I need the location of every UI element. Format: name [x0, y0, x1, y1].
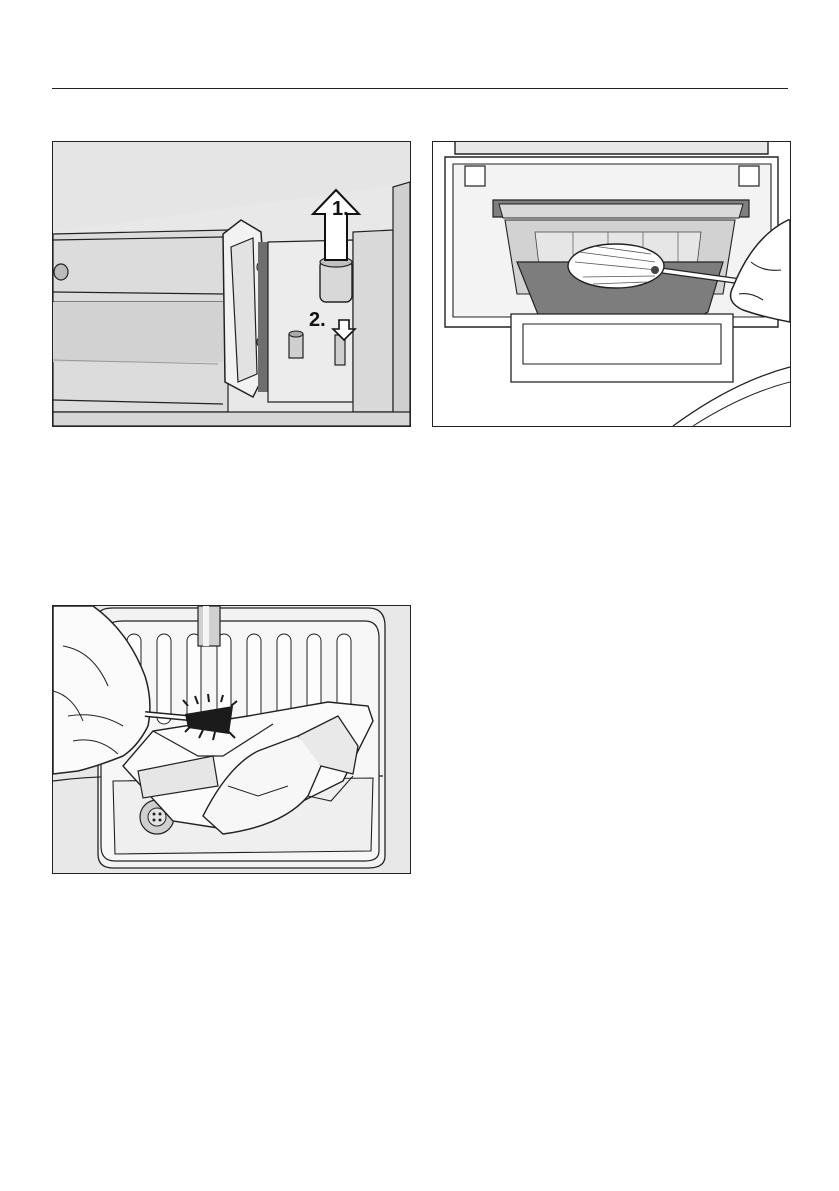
figure-remove-cap: 1. 2. — [52, 141, 411, 427]
figure-clean-compartment — [432, 141, 791, 427]
header-rule — [52, 88, 788, 89]
figure-rinse-insert — [52, 605, 411, 874]
illustration-remove-cap: 1. 2. — [53, 142, 410, 426]
step-label-1: 1. — [332, 198, 349, 220]
illustration-clean-compartment — [433, 142, 790, 426]
step-label-2: 2. — [309, 309, 326, 331]
faucet-icon — [198, 606, 220, 646]
illustration-rinse-insert — [53, 606, 410, 873]
